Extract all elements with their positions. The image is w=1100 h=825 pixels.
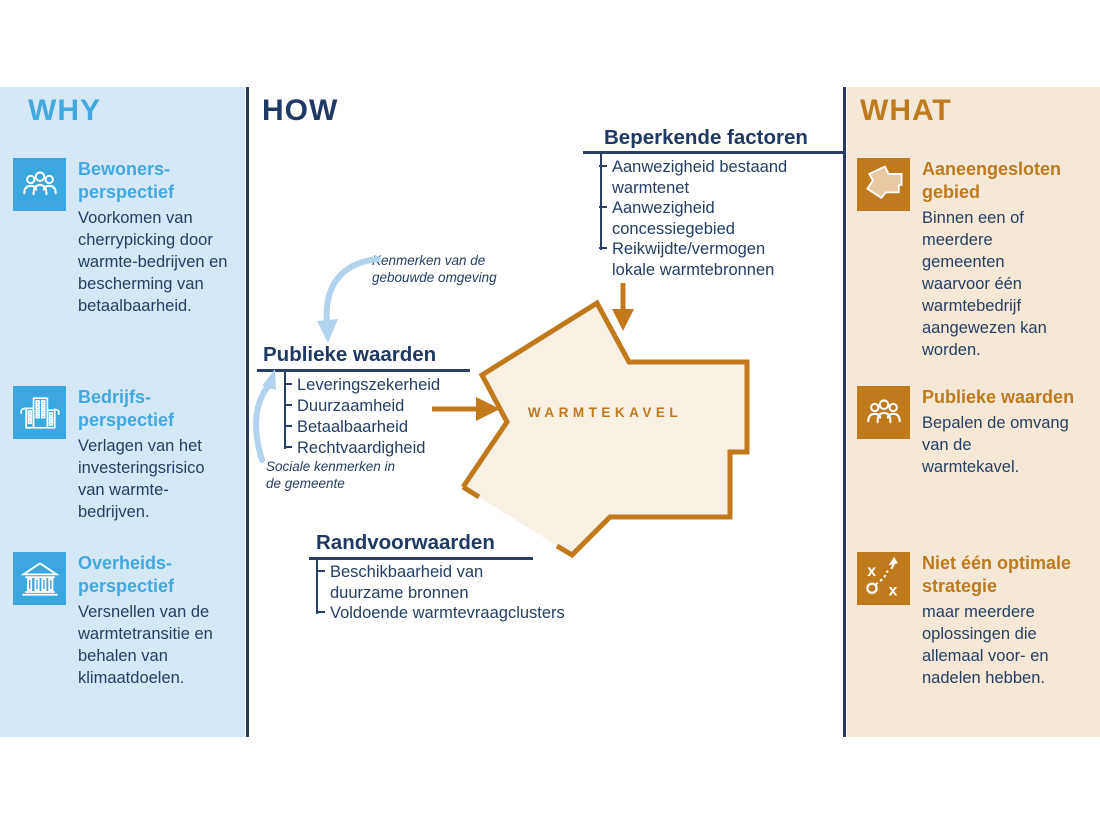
why-item-bewoners: Bewoners-perspectief Voorkomen van cherr… [13, 158, 235, 317]
list-item: Aanwezigheid bestaand warmtenet [599, 157, 807, 198]
strategy-tactics-icon: x x [857, 552, 910, 605]
right-arrow [432, 397, 500, 421]
item-heading: Publieke waarden [922, 387, 1075, 407]
list-connector [600, 153, 602, 250]
list-item: Betaalbaarheid [284, 417, 477, 438]
people-group-icon [857, 386, 910, 439]
randvoorwaarden-heading: Randvoorwaarden [316, 531, 495, 554]
list-item: Voldoende warmtevraagclusters [317, 604, 565, 622]
warmtekavel-label: WARMTEKAVEL [527, 405, 683, 420]
residents-group-icon [13, 158, 66, 211]
item-body: Binnen een of meerdere gemeenten waarvoo… [922, 209, 1047, 359]
beperkende-heading: Beperkende factoren [604, 126, 808, 149]
list-connector [284, 372, 286, 449]
why-item-overheids: Overheids-perspectief Versnellen van de … [13, 552, 235, 689]
svg-text:x: x [867, 563, 876, 580]
publieke-heading: Publieke waarden [263, 343, 437, 366]
list-item: Aanwezigheid concessiegebied [599, 198, 807, 239]
randvoorwaarden-list: Beschikbaarheid van duurzame bronnen Vol… [317, 562, 565, 624]
parcel-shape-icon [857, 158, 910, 211]
item-body: Voorkomen van cherrypicking door warmte-… [78, 209, 228, 315]
item-heading: Overheids-perspectief [78, 553, 175, 596]
curved-arrow-down [317, 256, 381, 343]
curved-arrow-up [253, 369, 276, 463]
kenmerken-note: Kenmerken van de gebouwde omgeving [372, 253, 497, 285]
item-heading: Aaneengesloten gebied [922, 159, 1062, 202]
list-item: Duurzaamheid [284, 396, 477, 417]
list-item: Leveringszekerheid [284, 375, 477, 396]
how-title: HOW [262, 94, 339, 127]
government-building-icon [13, 552, 66, 605]
svg-text:x: x [888, 582, 897, 599]
warmtekavel-shape [460, 299, 750, 559]
what-item-gebied: Aaneengesloten gebied Binnen een of meer… [857, 158, 1095, 361]
item-body: Bepalen de omvang van de warmtekavel. [922, 414, 1069, 476]
beperkende-list: Aanwezigheid bestaand warmtenet Aanwezig… [599, 157, 807, 280]
list-item: Reikwijdte/vermogen lokale warmtebronnen [599, 239, 807, 280]
item-body: Versnellen van de warmtetransitie en beh… [78, 603, 213, 687]
what-item-publieke-waarden: Publieke waarden Bepalen de omvang van d… [857, 386, 1095, 478]
list-item: Beschikbaarheid van duurzame bronnen [317, 562, 530, 603]
what-title: WHAT [860, 94, 952, 127]
why-item-bedrijfs: Bedrijfs-perspectief Verlagen van het in… [13, 386, 235, 523]
why-title: WHY [28, 94, 101, 127]
item-heading: Bewoners-perspectief [78, 159, 175, 202]
item-body: Verlagen van het investeringsrisico van … [78, 437, 205, 521]
heading-underline [583, 151, 843, 154]
list-item: Rechtvaardigheid [284, 438, 477, 459]
sociale-note: Sociale kenmerken in de gemeente [266, 459, 396, 491]
down-arrow [612, 283, 634, 331]
divider-left [246, 87, 249, 737]
item-body: maar meerdere oplossingen die allemaal v… [922, 603, 1049, 687]
item-heading: Bedrijfs-perspectief [78, 387, 175, 430]
item-heading: Niet één optimale strategie [922, 553, 1072, 596]
list-connector [316, 559, 318, 614]
heading-underline [257, 369, 470, 372]
divider-right [843, 87, 846, 737]
company-building-icon [13, 386, 66, 439]
publieke-list: Leveringszekerheid Duurzaamheid Betaalba… [284, 375, 477, 459]
heading-underline [309, 557, 533, 560]
what-item-strategie: x x Niet één optimale strategie maar mee… [857, 552, 1095, 689]
